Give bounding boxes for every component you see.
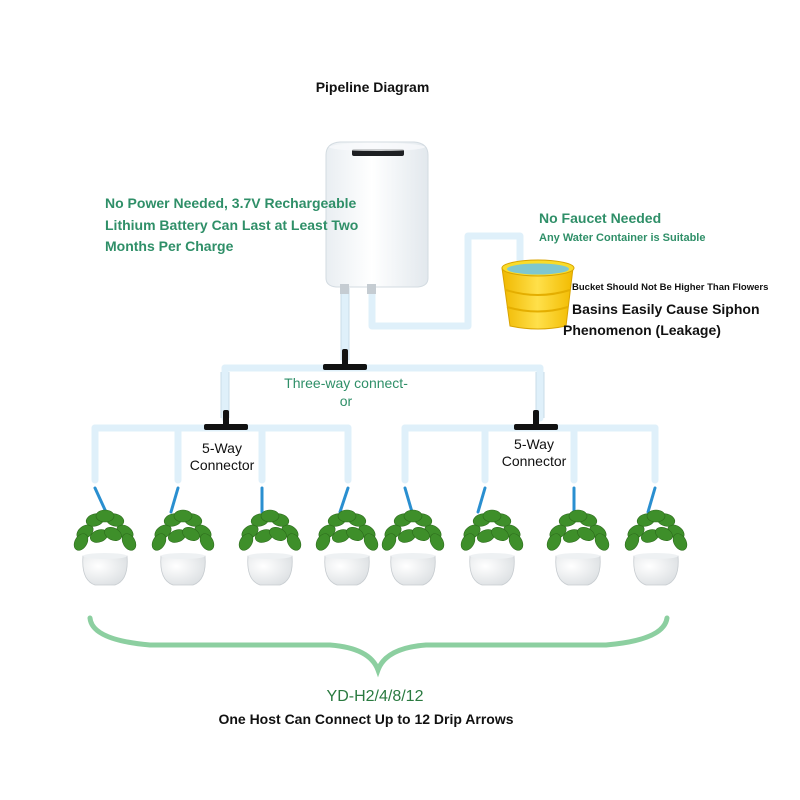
plant-pot-icon bbox=[73, 509, 137, 586]
drip-arrow-icon bbox=[93, 486, 657, 514]
plant-pot-icon bbox=[238, 509, 302, 586]
siphon-warning-line: Basins Easily Cause Siphon bbox=[572, 301, 760, 317]
capacity-note: One Host Can Connect Up to 12 Drip Arrow… bbox=[0, 711, 800, 727]
diagram-title: Pipeline Diagram bbox=[315, 79, 430, 95]
five-way-connector-label-right: 5-Way Connector bbox=[494, 436, 574, 470]
plant-pot-icon bbox=[460, 509, 524, 586]
power-note-line: Months Per Charge bbox=[105, 238, 234, 254]
model-number: YD-H2/4/8/12 bbox=[0, 688, 800, 706]
siphon-warning: Basins Easily Cause Siphon Phenomenon (L… bbox=[563, 299, 760, 341]
five-way-label-line: Connector bbox=[189, 457, 255, 473]
three-way-connector-label: Three-way connect- or bbox=[263, 374, 429, 410]
five-way-label-line: Connector bbox=[501, 453, 567, 469]
capacity-note-text: One Host Can Connect Up to 12 Drip Arrow… bbox=[218, 711, 514, 727]
plant-pot-icon bbox=[381, 509, 445, 586]
group-bracket bbox=[87, 615, 670, 678]
five-way-label-line: 5-Way bbox=[202, 440, 242, 456]
connector-icon bbox=[204, 349, 558, 430]
faucet-title: No Faucet Needed bbox=[539, 210, 662, 226]
tube-outline bbox=[220, 288, 545, 418]
three-way-label-line: Three-way connect- bbox=[284, 375, 408, 391]
three-way-label-line: or bbox=[339, 393, 353, 409]
siphon-warning-line: Phenomenon (Leakage) bbox=[563, 322, 721, 338]
plant-pot-icon bbox=[151, 509, 215, 586]
faucet-subtitle: Any Water Container is Suitable bbox=[539, 232, 706, 244]
plant-pot-icon bbox=[315, 509, 379, 586]
power-note: No Power Needed, 3.7V Rechargeable Lithi… bbox=[105, 193, 358, 258]
bucket-warning: Bucket Should Not Be Higher Than Flowers bbox=[572, 282, 769, 293]
power-note-line: No Power Needed, 3.7V Rechargeable bbox=[105, 195, 357, 211]
plant-pot-icon bbox=[73, 509, 688, 586]
plant-pot-icon bbox=[546, 509, 610, 586]
model-number-text: YD-H2/4/8/12 bbox=[326, 688, 424, 705]
plant-pot-icon bbox=[624, 509, 688, 586]
water-pump-host-icon bbox=[325, 141, 429, 294]
bucket-icon bbox=[501, 259, 575, 330]
power-note-line: Lithium Battery Can Last at Least Two bbox=[105, 216, 359, 233]
five-way-connector-label-left: 5-Way Connector bbox=[182, 440, 262, 474]
five-way-label-line: 5-Way bbox=[514, 436, 554, 452]
